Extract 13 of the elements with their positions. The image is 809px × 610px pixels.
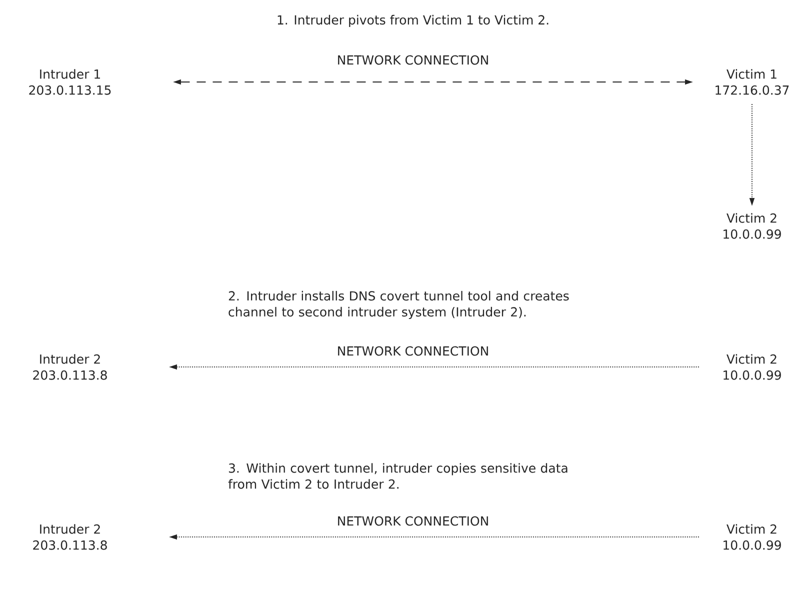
host-label: Intruder 1 203.0.113.15 <box>29 69 111 95</box>
step-caption: 1. Intruder pivots from Victim 1 to Victim 2. <box>278 14 548 28</box>
section-heading: NETWORK CONNECTION <box>338 516 488 526</box>
host-label: Victim 2 10.0.0.99 <box>724 524 781 550</box>
section-heading: NETWORK CONNECTION <box>338 346 488 356</box>
section-heading: NETWORK CONNECTION <box>338 55 488 65</box>
host-label: Victim 2 10.0.0.99 <box>724 213 781 239</box>
step-caption: 2. Intruder installs DNS covert tunnel tool and creates channel to second intruder system (Intruder 2). <box>228 290 569 320</box>
host-label: Intruder 2 203.0.113.8 <box>33 354 107 380</box>
host-label: Intruder 2 203.0.113.8 <box>33 524 107 550</box>
step-caption: 3. Within covert tunnel, intruder copies sensitive data from Victim 2 to Intruder 2. <box>228 463 568 489</box>
host-label: Victim 1 172.16.0.37 <box>716 69 789 95</box>
host-label: Victim 2 10.0.0.99 <box>724 354 781 380</box>
